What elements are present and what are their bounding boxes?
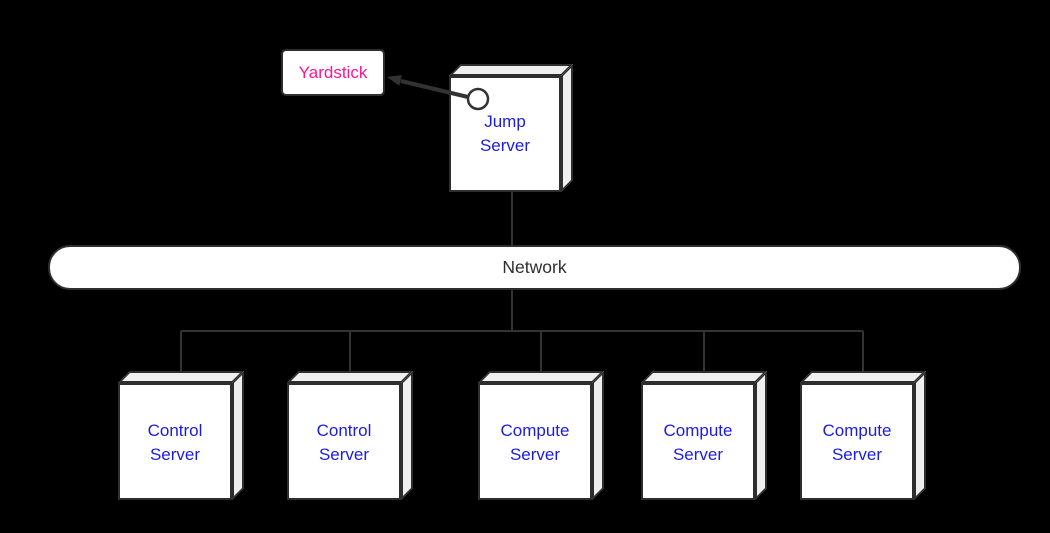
control-server-2-side-face	[401, 371, 413, 500]
compute-server-3-side-face	[914, 371, 926, 500]
compute-server-1-side-face	[592, 371, 604, 500]
control-server-2-top-face	[287, 371, 413, 383]
compute-server-1-node: Compute Server	[478, 371, 604, 500]
jump-server-label: Jump Server	[479, 112, 531, 155]
compute-server-1-label: Compute Server	[500, 421, 570, 464]
compute-server-2-side-face	[755, 371, 767, 500]
compute-server-3-node: Compute Server	[800, 371, 926, 500]
compute-server-1-top-face	[478, 371, 604, 383]
compute-server-2-top-face	[641, 371, 767, 383]
yardstick-label: Yardstick	[298, 62, 368, 82]
control-server-2-label: Control Server	[316, 421, 372, 464]
control-server-1-top-face	[118, 371, 244, 383]
control-server-1-node: Control Server	[118, 371, 244, 500]
control-server-2-node: Control Server	[287, 371, 413, 500]
yardstick-node: Yardstick	[281, 49, 385, 96]
network-label: Network	[502, 257, 567, 277]
compute-server-2-label: Compute Server	[663, 421, 733, 464]
compute-server-3-label: Compute Server	[822, 421, 892, 464]
jump-server-side-face	[561, 64, 573, 192]
compute-server-3-front-face	[800, 383, 914, 500]
control-server-2-front-face	[287, 383, 401, 500]
compute-server-1-front-face	[478, 383, 592, 500]
compute-server-3-top-face	[800, 371, 926, 383]
control-server-1-label: Control Server	[147, 421, 203, 464]
compute-server-2-front-face	[641, 383, 755, 500]
yardstick-arrow-head	[387, 75, 402, 86]
jump-server-node: Jump Server	[449, 64, 573, 192]
compute-server-2-node: Compute Server	[641, 371, 767, 500]
jump-server-top-face	[449, 64, 573, 76]
control-server-1-front-face	[118, 383, 232, 500]
network-node: Network	[48, 245, 1021, 290]
control-server-1-side-face	[232, 371, 244, 500]
